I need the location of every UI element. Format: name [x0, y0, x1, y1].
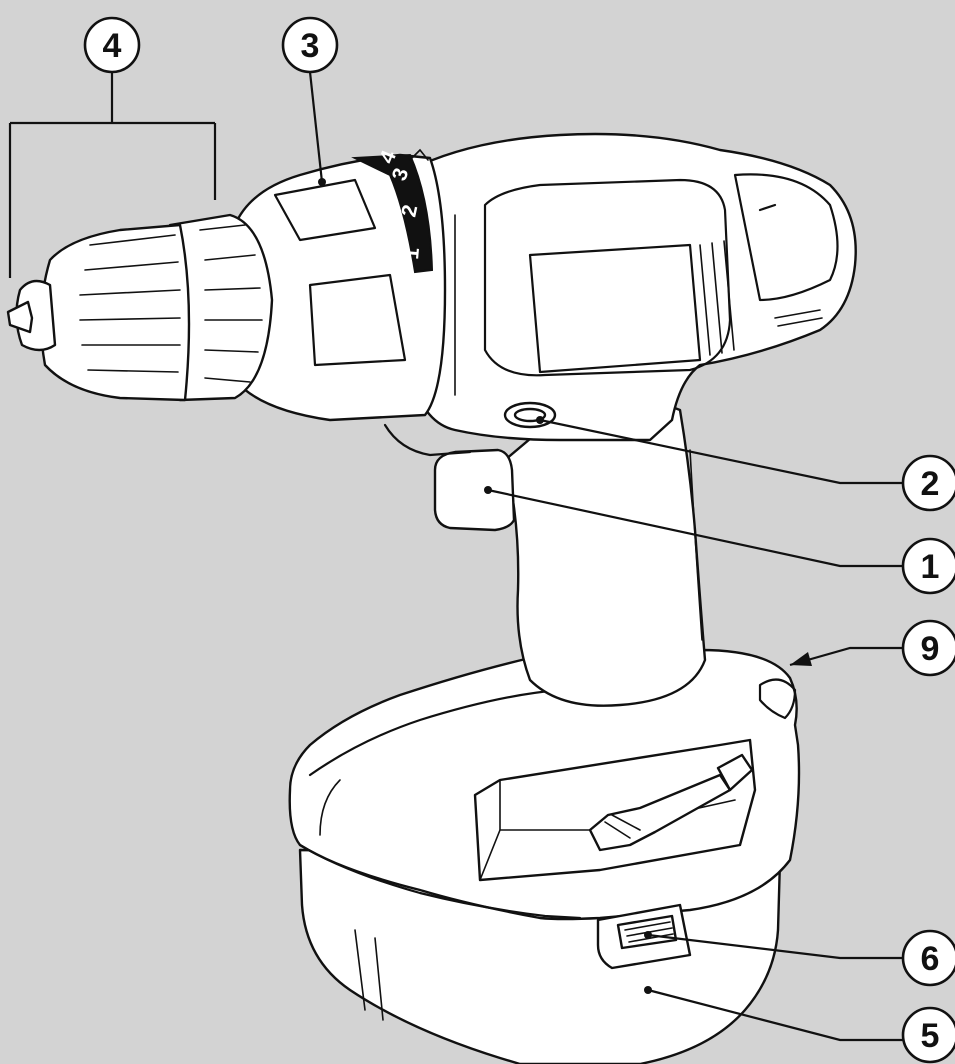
rear-sleeve-groove [204, 287, 261, 291]
leader-1-dot [484, 486, 492, 494]
dial-number-1: 1 [400, 246, 424, 260]
callout-3-label: 3 [301, 27, 320, 65]
vent-slot [711, 242, 723, 354]
torque-collar [233, 148, 456, 422]
leader-6 [647, 933, 905, 960]
handle-grip-line [689, 449, 703, 641]
battery-side-groove [374, 937, 384, 1021]
leader-5 [647, 988, 905, 1042]
battery-side-groove [354, 929, 366, 1011]
rear-sleeve-groove [204, 349, 259, 353]
chuck-groove [79, 317, 181, 321]
leader-4-bracket [8, 72, 217, 278]
callout-4-label: 4 [103, 27, 122, 65]
chuck-groove [84, 261, 179, 271]
leader-3-dot [318, 178, 326, 186]
callout-5: 5 [901, 1006, 955, 1064]
callout-6-label: 6 [921, 940, 940, 978]
callout-1: 1 [901, 537, 955, 595]
chuck-rear-sleeve [168, 213, 274, 402]
leader-9-arrowhead [790, 652, 812, 666]
torque-number-band [351, 153, 434, 274]
torque-dial-numbers: 1 2 3 4 [375, 147, 424, 260]
callout-2: 2 [901, 454, 955, 512]
keyless-chuck [6, 213, 274, 402]
dial-number-2: 2 [397, 203, 422, 219]
rear-sleeve-groove [199, 224, 246, 231]
collar-body [233, 153, 447, 422]
vent-slot [699, 244, 711, 356]
screwdriver-bit-icon [588, 753, 754, 852]
rear-vent-line [777, 317, 823, 327]
rear-vent [758, 203, 777, 212]
callout-9-label: 9 [921, 630, 940, 668]
motor-housing [383, 132, 857, 532]
callout-1-label: 1 [921, 548, 940, 586]
bit-holder-recess [473, 738, 757, 882]
leader-2 [539, 418, 905, 485]
trigger [433, 448, 516, 532]
leader-5-dot [644, 986, 652, 994]
callout-5-label: 5 [921, 1017, 940, 1055]
rear-cap-detail [733, 173, 839, 302]
leader-2-dot [536, 416, 544, 424]
leader-lines [8, 71, 905, 1042]
chuck-groove [89, 234, 176, 246]
chuck-front-sleeve [39, 223, 191, 402]
leader-1 [487, 488, 905, 568]
callout-4: 4 [83, 16, 141, 74]
callout-3: 3 [281, 16, 339, 74]
motor-side-window [528, 243, 702, 374]
rear-sleeve-groove [204, 254, 256, 261]
chuck-jaws [6, 300, 34, 334]
rear-vent-line [774, 309, 821, 319]
battery-rim-line [298, 843, 582, 920]
drill-handle [503, 378, 707, 707]
battery-pack [288, 648, 801, 1064]
battery-cap-top-edge [308, 688, 562, 777]
battery-cap-crease [319, 779, 341, 836]
leader-6-dot [644, 931, 652, 939]
collar-window-mid [308, 273, 407, 367]
leader-3 [308, 71, 324, 183]
callout-9: 9 [901, 619, 955, 677]
chuck-groove [79, 289, 181, 296]
callout-6: 6 [901, 929, 955, 987]
chuck-groove [87, 369, 179, 373]
collar-window-top [273, 178, 377, 242]
trigger-housing-lip [383, 423, 472, 457]
forward-reverse-switch [503, 401, 557, 429]
callout-2-label: 2 [921, 465, 940, 503]
vent-slot [723, 240, 735, 351]
motor-side-panel [483, 178, 732, 377]
battery-clip-recess [758, 678, 797, 720]
collar-indicator-arrow [409, 148, 429, 161]
rear-sleeve-groove [204, 377, 251, 383]
